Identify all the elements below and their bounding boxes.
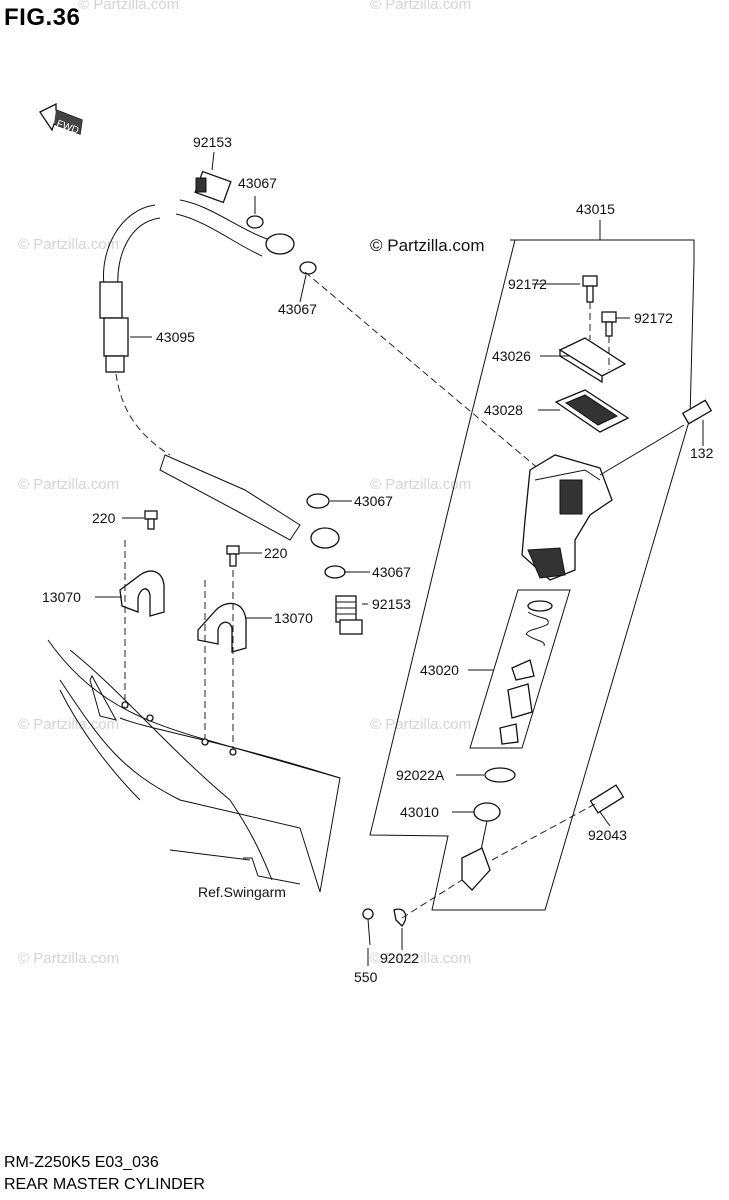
- part-label: 13070: [42, 589, 81, 605]
- watermark: © Partzilla.com: [18, 950, 120, 967]
- part-label: 92022: [380, 950, 419, 966]
- reservoir-cap: [558, 337, 627, 384]
- part-label: 92153: [193, 134, 232, 150]
- fwd-arrow-icon: FWD: [39, 102, 83, 137]
- part-label: 43010: [400, 804, 439, 820]
- bleeder-132: [599, 399, 713, 476]
- part-label: 43067: [354, 493, 393, 509]
- part-label: 43026: [492, 348, 531, 364]
- part-label: 43028: [484, 402, 523, 418]
- part-label: 92043: [588, 827, 627, 843]
- watermark: © Partzilla.com: [18, 236, 120, 253]
- clip-92022: [393, 879, 463, 927]
- part-label: 92172: [508, 276, 547, 292]
- clevis-pin-92043: [491, 784, 625, 861]
- part-label: 43015: [576, 201, 615, 217]
- footer-code: RM-Z250K5 E03_036: [4, 1154, 159, 1171]
- pushrod: [461, 802, 501, 891]
- part-label: 220: [92, 510, 116, 526]
- diaphragm: [554, 389, 630, 433]
- piston-kit: [499, 600, 553, 745]
- screw-92172-a: [582, 275, 598, 340]
- bolt-220-a: [144, 510, 158, 530]
- part-label: 132: [690, 445, 714, 461]
- banjo-bolt-top: [194, 170, 232, 204]
- banjo-bolt-bottom: [335, 595, 363, 635]
- ref-swingarm-label: Ref.Swingarm: [198, 884, 286, 900]
- circlip-92022A: [484, 767, 516, 783]
- part-label: 43067: [278, 301, 317, 317]
- part-label: 43067: [372, 564, 411, 580]
- washer-43067-a: [246, 215, 264, 229]
- part-label: 220: [264, 545, 288, 561]
- washer-43067-b: [299, 261, 317, 275]
- part-label: 43020: [420, 662, 459, 678]
- footer-name: REAR MASTER CYLINDER: [4, 1176, 205, 1193]
- clamp-13070-a: [119, 570, 165, 617]
- watermark: © Partzilla.com: [18, 476, 120, 493]
- master-cylinder-body: [521, 454, 613, 581]
- swingarm-outline: [47, 639, 341, 893]
- figure-title: FIG.36: [4, 4, 81, 31]
- watermark-main: © Partzilla.com: [370, 236, 485, 255]
- part-label: 550: [354, 969, 378, 985]
- watermark: © Partzilla.com: [370, 950, 472, 967]
- part-label: 92022A: [396, 767, 445, 783]
- bolt-220-b: [226, 545, 240, 567]
- brake-hose: [99, 199, 340, 549]
- watermark: © Partzilla.com: [78, 0, 180, 13]
- part-label: 43095: [156, 329, 195, 345]
- watermark: © Partzilla.com: [370, 476, 472, 493]
- part-label: 92153: [372, 596, 411, 612]
- washer-43067-d: [324, 565, 346, 579]
- part-label: 92172: [634, 310, 673, 326]
- watermark: © Partzilla.com: [370, 0, 472, 13]
- screw-92172-b: [601, 311, 617, 370]
- clamp-13070-b: [197, 602, 247, 653]
- washer-43067-c: [306, 493, 330, 509]
- part-label: 13070: [274, 610, 313, 626]
- part-label: 43067: [238, 175, 277, 191]
- cotter-pin-550: [362, 908, 374, 946]
